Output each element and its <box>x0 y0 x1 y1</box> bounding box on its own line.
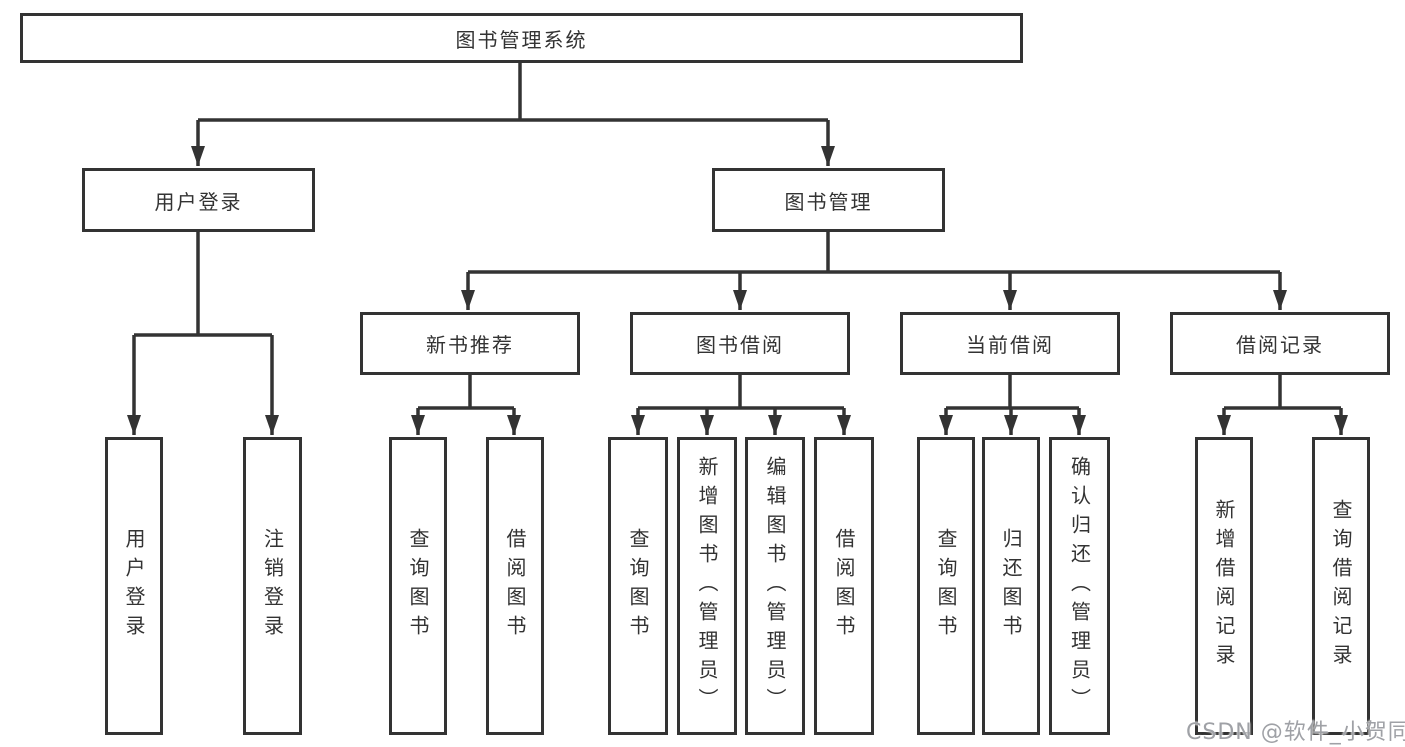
node-book-management-label: 图书管理 <box>784 189 873 214</box>
leaf-user-login: 用户登录 <box>105 437 163 735</box>
connector-new-book-recommendation <box>418 375 514 410</box>
leaf-br-add-record-label: 新增借阅记录 <box>1212 499 1236 673</box>
leaf-cb-query-books: 查询图书 <box>917 437 975 735</box>
node-current-borrowing: 当前借阅 <box>900 312 1120 375</box>
node-new-book-recommendation-label: 新书推荐 <box>426 333 514 357</box>
leaf-nbr-query-books-label: 查询图书 <box>406 528 430 644</box>
leaf-bb-add-book-admin-label: 新增图书（管理员） <box>695 455 719 717</box>
node-borrowing-records: 借阅记录 <box>1170 312 1390 375</box>
node-new-book-recommendation: 新书推荐 <box>360 312 580 375</box>
connector-book-borrowing <box>638 375 844 410</box>
leaf-bb-query-books: 查询图书 <box>608 437 668 735</box>
leaf-cb-confirm-return-admin: 确认归还（管理员） <box>1049 437 1110 735</box>
leaf-logout-label: 注销登录 <box>260 528 285 644</box>
csdn-watermark: CSDN @软件_小贺同学 <box>1186 720 1405 745</box>
connector-root <box>198 63 828 122</box>
node-user-login-label: 用户登录 <box>154 189 243 214</box>
connector-current-borrowing <box>946 375 1079 410</box>
connector-borrowing-records <box>1224 375 1341 410</box>
leaf-cb-confirm-return-admin-label: 确认归还（管理员） <box>1067 455 1092 717</box>
leaf-br-add-record: 新增借阅记录 <box>1195 437 1253 735</box>
leaf-bb-edit-book-admin: 编辑图书（管理员） <box>745 437 805 735</box>
node-book-management: 图书管理 <box>712 168 945 232</box>
node-borrowing-records-label: 借阅记录 <box>1236 333 1324 357</box>
leaf-nbr-borrow-books: 借阅图书 <box>486 437 544 735</box>
leaf-br-query-record-label: 查询借阅记录 <box>1329 499 1353 673</box>
leaf-nbr-query-books: 查询图书 <box>389 437 447 735</box>
connector-user-login <box>134 232 272 337</box>
node-book-borrowing: 图书借阅 <box>630 312 850 375</box>
leaf-bb-edit-book-admin-label: 编辑图书（管理员） <box>763 455 787 717</box>
leaf-cb-return-books: 归还图书 <box>982 437 1040 735</box>
leaf-br-query-record: 查询借阅记录 <box>1312 437 1370 735</box>
leaf-bb-add-book-admin: 新增图书（管理员） <box>677 437 737 735</box>
node-book-borrowing-label: 图书借阅 <box>696 333 784 357</box>
leaf-bb-borrow-books-label: 借阅图书 <box>832 528 856 644</box>
connector-book-management <box>468 232 1280 274</box>
leaf-bb-borrow-books: 借阅图书 <box>814 437 874 735</box>
node-current-borrowing-label: 当前借阅 <box>966 333 1054 357</box>
node-system-root-label: 图书管理系统 <box>455 27 588 52</box>
leaf-nbr-borrow-books-label: 借阅图书 <box>503 528 527 644</box>
leaf-user-login-label: 用户登录 <box>122 528 146 644</box>
node-system-root: 图书管理系统 <box>20 13 1023 63</box>
leaf-bb-query-books-label: 查询图书 <box>626 528 650 644</box>
leaf-logout: 注销登录 <box>243 437 302 735</box>
leaf-cb-return-books-label: 归还图书 <box>999 528 1023 644</box>
node-user-login: 用户登录 <box>82 168 315 232</box>
leaf-cb-query-books-label: 查询图书 <box>934 528 958 644</box>
